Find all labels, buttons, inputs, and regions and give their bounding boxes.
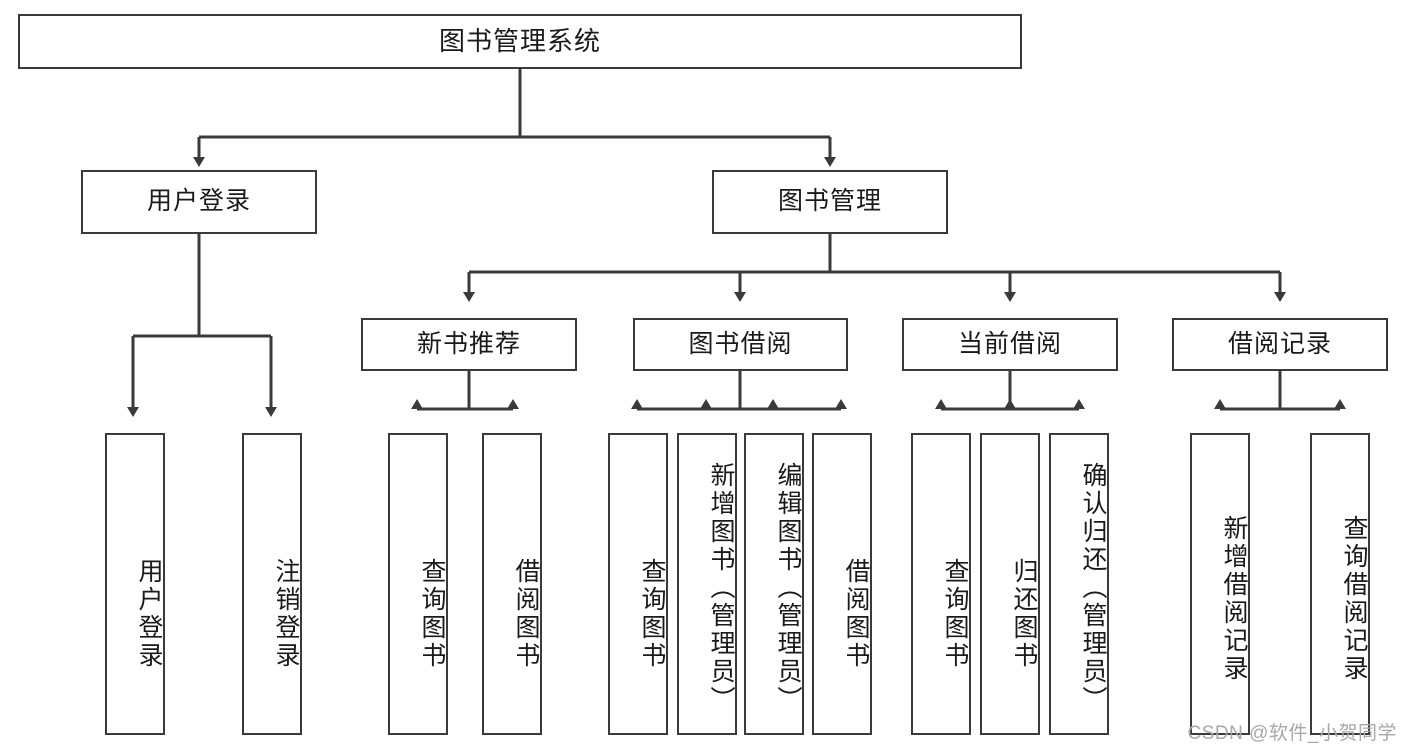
node-book-management[interactable]: 图书管理	[712, 170, 948, 234]
node-new-book-recommend[interactable]: 新书推荐	[361, 318, 577, 371]
node-user-login[interactable]: 用户登录	[81, 170, 317, 234]
leaf-user-login-signin[interactable]: 用户登录	[105, 433, 165, 735]
leaf-borrow-query-book[interactable]: 查询图书	[608, 433, 668, 735]
node-root-system[interactable]: 图书管理系统	[18, 14, 1022, 69]
leaf-borrow-edit-book-admin[interactable]: 编辑图书（管理员）	[744, 433, 804, 735]
node-current-borrow[interactable]: 当前借阅	[902, 318, 1118, 371]
leaf-record-query[interactable]: 查询借阅记录	[1310, 433, 1370, 735]
leaf-borrow-add-book-admin[interactable]: 新增图书（管理员）	[677, 433, 737, 735]
csdn-watermark: CSDN @软件_小贺同学	[1187, 723, 1397, 744]
node-borrow-record[interactable]: 借阅记录	[1172, 318, 1388, 371]
leaf-new-book-borrow[interactable]: 借阅图书	[482, 433, 542, 735]
leaf-user-login-signout[interactable]: 注销登录	[242, 433, 302, 735]
leaf-current-query-book[interactable]: 查询图书	[911, 433, 971, 735]
leaf-current-confirm-return-admin[interactable]: 确认归还（管理员）	[1049, 433, 1109, 735]
leaf-current-return-book[interactable]: 归还图书	[980, 433, 1040, 735]
leaf-new-book-query[interactable]: 查询图书	[388, 433, 448, 735]
leaf-record-add[interactable]: 新增借阅记录	[1190, 433, 1250, 735]
leaf-borrow-borrow-book[interactable]: 借阅图书	[812, 433, 872, 735]
node-book-borrow[interactable]: 图书借阅	[633, 318, 848, 371]
